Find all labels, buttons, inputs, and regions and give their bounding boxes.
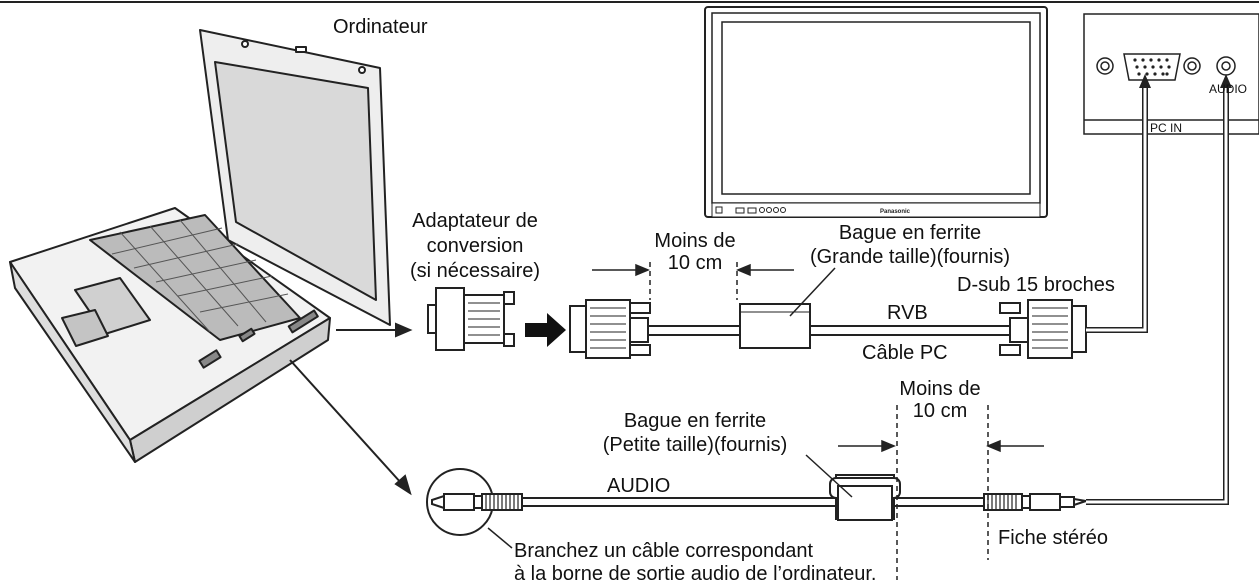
display-monitor-icon: Panasonic (704, 6, 1048, 218)
adapter-label-line2: conversion (426, 235, 524, 257)
note-line2: à la borne de sortie audio de l’ordinate… (514, 563, 877, 585)
computer-label: Ordinateur (333, 16, 428, 38)
stereo-plug-icon-right (983, 493, 1087, 511)
distance-bottom-line2: 10 cm (912, 400, 968, 422)
dsub-label: D-sub 15 broches (957, 274, 1115, 296)
ferrite-large-line1: Bague en ferrite (838, 222, 982, 244)
note-line1: Branchez un câble correspondant (514, 540, 814, 562)
ferrite-small-line2: (Petite taille)(fournis) (602, 434, 788, 456)
conversion-adapter-icon (427, 287, 515, 351)
distance-top-line1: Moins de (654, 230, 736, 252)
distance-bottom-line1: Moins de (899, 378, 981, 400)
ferrite-core-icon-small (829, 474, 901, 521)
stereo-plug-icon (426, 468, 523, 536)
stereo-plug-label: Fiche stéréo (998, 527, 1109, 549)
pc-cable (569, 299, 1087, 359)
panel-pc-in-label: PC IN (1150, 121, 1183, 135)
pc-cable-label: Câble PC (862, 342, 948, 364)
laptop-icon (9, 29, 391, 463)
rgb-label: RVB (887, 302, 928, 324)
adapter-label-line1: Adaptateur de (412, 210, 538, 232)
distance-top-line2: 10 cm (667, 252, 723, 274)
audio-cable-label: AUDIO (607, 475, 671, 497)
ferrite-small-line1: Bague en ferrite (623, 410, 767, 432)
adapter-label-line3: (si nécessaire) (409, 260, 541, 282)
panel-audio-label: AUDIO (1209, 82, 1248, 96)
ferrite-core-icon (739, 303, 811, 349)
ferrite-large-line2: (Grande taille)(fournis) (809, 246, 1011, 268)
svg-text:Panasonic: Panasonic (880, 209, 911, 215)
pc-in-panel (1083, 13, 1259, 135)
